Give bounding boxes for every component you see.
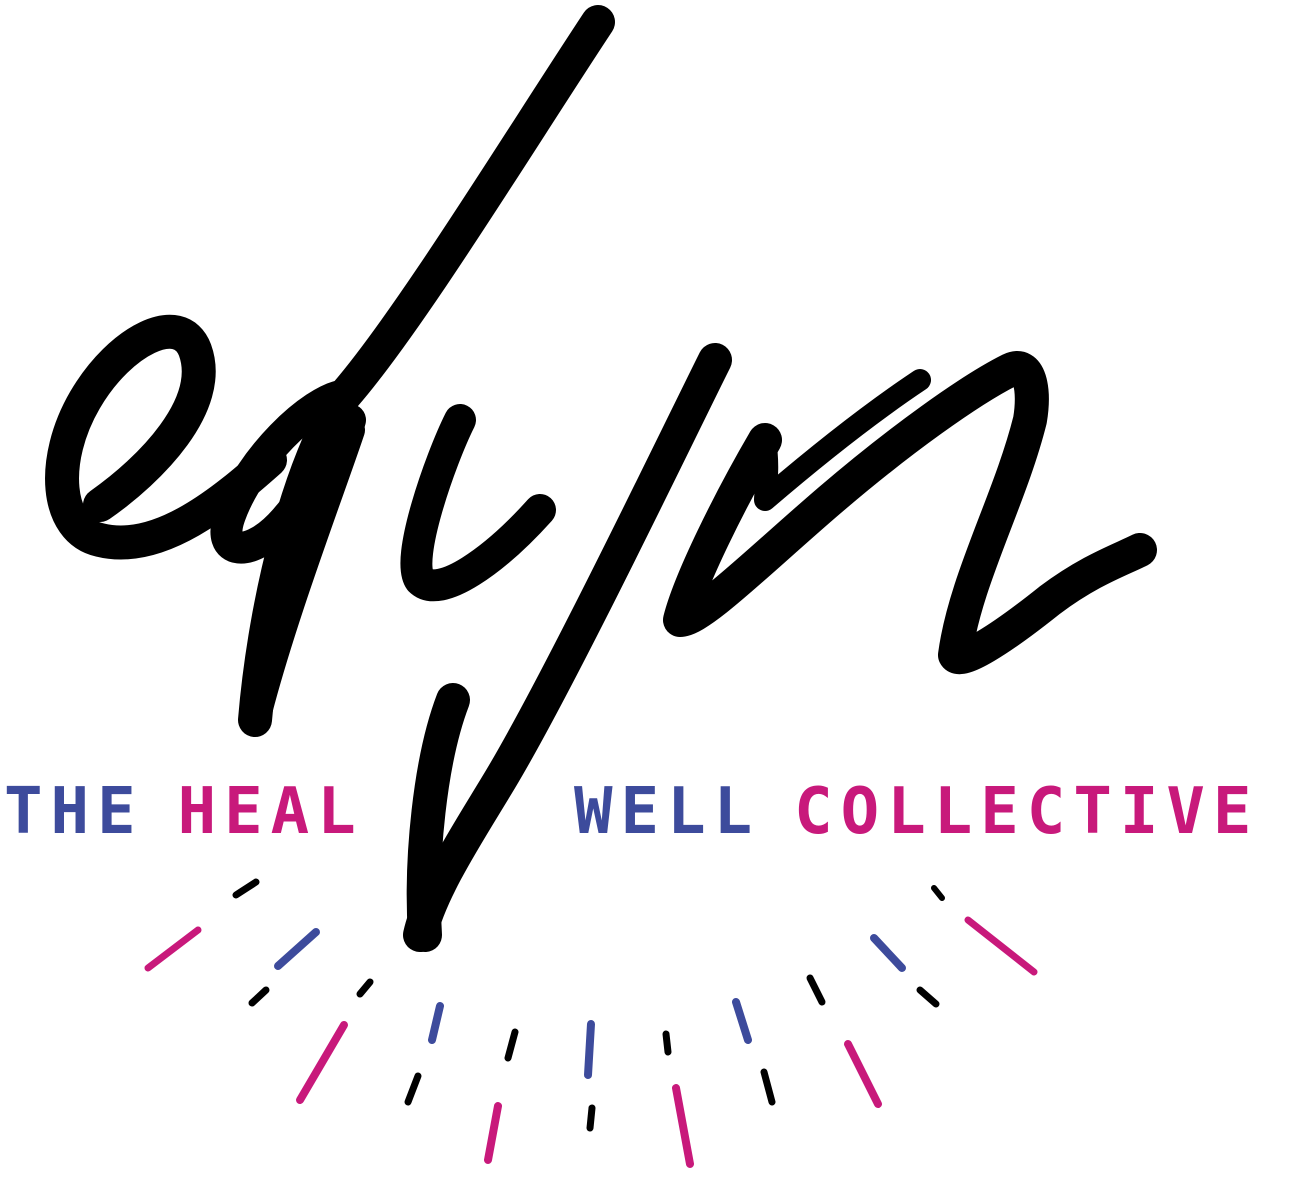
radiating-rays-icon	[144, 878, 1038, 1168]
monogram-y-tail	[406, 683, 470, 952]
tagline-left: THE HEAL	[4, 777, 364, 847]
monogram-d-descender	[240, 415, 365, 735]
monogram-y-right	[403, 343, 732, 952]
tagline-word-collective: COLLECTIVE	[794, 775, 1260, 849]
monogram-y-left	[400, 404, 556, 602]
tagline-right: WELL COLLECTIVE	[574, 777, 1259, 847]
monogram-e-stroke	[45, 314, 287, 560]
monogram-d-ascender	[238, 5, 615, 737]
tagline-word-the: THE	[4, 775, 144, 849]
monogram-n-hook	[754, 369, 931, 511]
tagline-word-heal: HEAL	[177, 775, 364, 849]
monogram-n-stem	[663, 351, 1157, 675]
tagline-word-well: WELL	[574, 775, 761, 849]
